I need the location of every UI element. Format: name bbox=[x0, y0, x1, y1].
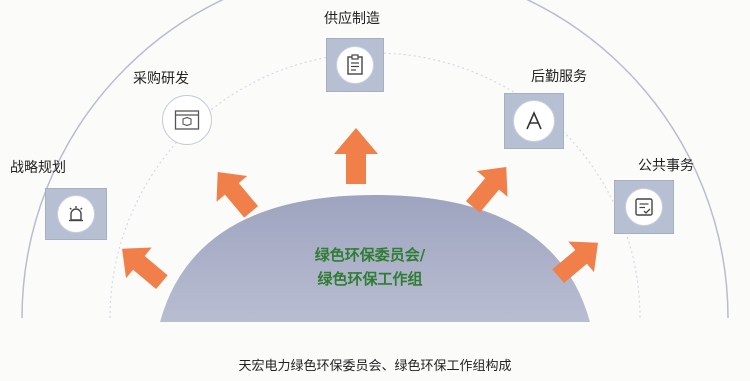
label-strategy: 战略规划 bbox=[10, 160, 66, 176]
center-title-line2: 绿色环保工作组 bbox=[317, 270, 423, 288]
browser-box-icon bbox=[174, 110, 200, 130]
node-procurement bbox=[162, 95, 212, 145]
dome bbox=[160, 195, 590, 322]
arrow-procurement-left bbox=[216, 172, 259, 218]
label-procurement: 采购研发 bbox=[133, 71, 189, 87]
label-logistics: 后勤服务 bbox=[531, 69, 587, 85]
node-supply bbox=[326, 38, 384, 92]
node-logistics bbox=[504, 93, 564, 149]
node-public bbox=[614, 180, 674, 234]
checked-document-icon bbox=[635, 198, 653, 216]
figure-caption: 天宏电力绿色环保委员会、绿色环保工作组构成 bbox=[238, 359, 512, 374]
arrow-logistics-right bbox=[465, 167, 508, 213]
clipboard-icon bbox=[347, 54, 363, 75]
outer-arc bbox=[21, 0, 729, 319]
label-supply: 供应制造 bbox=[324, 11, 380, 27]
arrows bbox=[122, 128, 598, 290]
label-public: 公共事务 bbox=[638, 158, 694, 174]
alarm-bell-icon bbox=[69, 206, 83, 222]
arrow-strategy-left bbox=[122, 247, 168, 290]
arrow-supply bbox=[334, 128, 378, 184]
center-title-line1: 绿色环保委员会/ bbox=[314, 246, 426, 264]
node-strategy bbox=[45, 188, 107, 240]
letter-a-icon bbox=[526, 111, 542, 130]
arrow-public-right bbox=[552, 241, 598, 284]
